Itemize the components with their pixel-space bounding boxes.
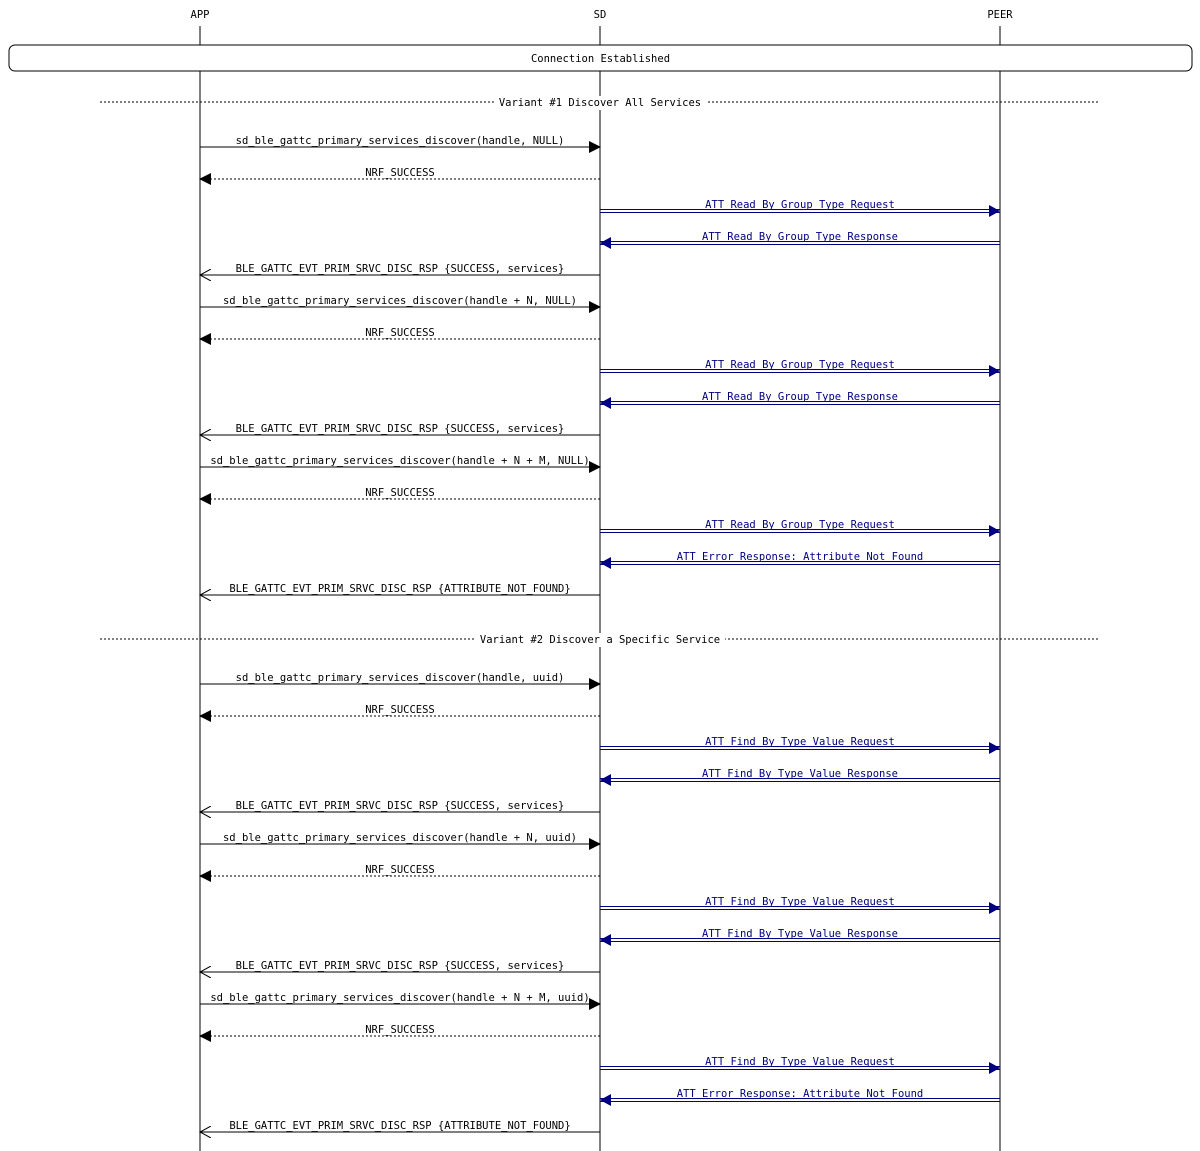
message-arrowhead xyxy=(989,205,1000,217)
state-box-frame xyxy=(8,44,1193,72)
message-label: ATT Read By Group Type Response xyxy=(702,391,898,403)
participant-sd: SD xyxy=(594,9,607,21)
message-label: BLE_GATTC_EVT_PRIM_SRVC_DISC_RSP {SUCCES… xyxy=(236,263,565,275)
message-event: BLE_GATTC_EVT_PRIM_SRVC_DISC_RSP {ATTRIB… xyxy=(200,583,600,595)
message-air: ATT Read By Group Type Request xyxy=(600,359,1000,377)
message-label: BLE_GATTC_EVT_PRIM_SRVC_DISC_RSP {SUCCES… xyxy=(236,423,565,435)
message-label: ATT Find By Type Value Response xyxy=(702,928,898,940)
message-label: ATT Read By Group Type Response xyxy=(702,231,898,243)
message-label: NRF_SUCCESS xyxy=(365,167,435,179)
state-box-connection-established: Connection Established xyxy=(8,44,1193,72)
participant-app: APP xyxy=(191,9,210,21)
message-label: ATT Find By Type Value Request xyxy=(705,736,895,748)
section-title-background xyxy=(474,633,726,647)
message-arrowhead xyxy=(989,1062,1000,1074)
message-air: ATT Read By Group Type Request xyxy=(600,199,1000,217)
message-return: NRF_SUCCESS xyxy=(199,167,600,185)
message-label: ATT Error Response: Attribute Not Found xyxy=(677,551,924,563)
message-event: BLE_GATTC_EVT_PRIM_SRVC_DISC_RSP {SUCCES… xyxy=(200,263,600,275)
message-arrowhead xyxy=(600,934,611,946)
message-return: NRF_SUCCESS xyxy=(199,1024,600,1042)
message-call: sd_ble_gattc_primary_services_discover(h… xyxy=(200,832,601,850)
message-arrowhead xyxy=(989,365,1000,377)
message-air: ATT Read By Group Type Response xyxy=(600,391,1000,409)
participant-peer: PEER xyxy=(987,9,1013,21)
message-label: BLE_GATTC_EVT_PRIM_SRVC_DISC_RSP {SUCCES… xyxy=(236,800,565,812)
message-label: NRF_SUCCESS xyxy=(365,864,435,876)
message-call: sd_ble_gattc_primary_services_discover(h… xyxy=(200,295,601,313)
message-label: sd_ble_gattc_primary_services_discover(h… xyxy=(210,992,589,1004)
message-label: ATT Read By Group Type Request xyxy=(705,359,895,371)
lifelines xyxy=(199,26,1001,1151)
message-label: sd_ble_gattc_primary_services_discover(h… xyxy=(210,455,589,467)
message-label: NRF_SUCCESS xyxy=(365,1024,435,1036)
message-label: ATT Read By Group Type Request xyxy=(705,199,895,211)
message-event: BLE_GATTC_EVT_PRIM_SRVC_DISC_RSP {ATTRIB… xyxy=(200,1120,600,1132)
message-event: BLE_GATTC_EVT_PRIM_SRVC_DISC_RSP {SUCCES… xyxy=(200,423,600,435)
message-air: ATT Read By Group Type Response xyxy=(600,231,1000,249)
message-return: NRF_SUCCESS xyxy=(199,487,600,505)
message-arrowhead xyxy=(989,525,1000,537)
message-label: ATT Find By Type Value Request xyxy=(705,896,895,908)
message-air: ATT Find By Type Value Request xyxy=(600,1056,1000,1074)
message-list: Variant #1 Discover All Services sd_ble_g… xyxy=(100,96,1100,1132)
message-label: ATT Error Response: Attribute Not Found xyxy=(677,1088,924,1100)
section-2: Variant #2 Discover a Specific Service sd… xyxy=(100,633,1100,1132)
section-1: Variant #1 Discover All Services sd_ble_g… xyxy=(100,96,1100,595)
message-label: ATT Find By Type Value Request xyxy=(705,1056,895,1068)
message-event: BLE_GATTC_EVT_PRIM_SRVC_DISC_RSP {SUCCES… xyxy=(200,960,600,972)
message-air: ATT Find By Type Value Response xyxy=(600,928,1000,946)
message-air: ATT Find By Type Value Request xyxy=(600,736,1000,754)
message-arrowhead xyxy=(989,902,1000,914)
section-title: Variant #2 Discover a Specific Service xyxy=(480,634,720,646)
message-air: ATT Find By Type Value Response xyxy=(600,768,1000,786)
message-arrowhead xyxy=(600,397,611,409)
message-air: ATT Error Response: Attribute Not Found xyxy=(600,551,1000,569)
message-arrowhead xyxy=(600,774,611,786)
message-air: ATT Read By Group Type Request xyxy=(600,519,1000,537)
message-return: NRF_SUCCESS xyxy=(199,327,600,345)
message-label: sd_ble_gattc_primary_services_discover(h… xyxy=(223,295,577,307)
message-label: ATT Find By Type Value Response xyxy=(702,768,898,780)
message-call: sd_ble_gattc_primary_services_discover(h… xyxy=(200,455,601,473)
message-label: NRF_SUCCESS xyxy=(365,327,435,339)
section-title: Variant #1 Discover All Services xyxy=(499,97,701,109)
message-return: NRF_SUCCESS xyxy=(199,704,600,722)
message-label: NRF_SUCCESS xyxy=(365,487,435,499)
participant-headers: APP SD PEER xyxy=(191,9,1014,21)
message-air: ATT Find By Type Value Request xyxy=(600,896,1000,914)
message-event: BLE_GATTC_EVT_PRIM_SRVC_DISC_RSP {SUCCES… xyxy=(200,800,600,812)
message-label: sd_ble_gattc_primary_services_discover(h… xyxy=(236,672,565,684)
state-box-label: Connection Established xyxy=(531,53,670,65)
message-call: sd_ble_gattc_primary_services_discover(h… xyxy=(200,992,601,1010)
message-label: sd_ble_gattc_primary_services_discover(h… xyxy=(236,135,565,147)
message-call: sd_ble_gattc_primary_services_discover(h… xyxy=(200,135,601,153)
message-arrowhead xyxy=(600,557,611,569)
message-label: BLE_GATTC_EVT_PRIM_SRVC_DISC_RSP {ATTRIB… xyxy=(229,1120,570,1132)
message-label: BLE_GATTC_EVT_PRIM_SRVC_DISC_RSP {SUCCES… xyxy=(236,960,565,972)
message-label: ATT Read By Group Type Request xyxy=(705,519,895,531)
message-label: BLE_GATTC_EVT_PRIM_SRVC_DISC_RSP {ATTRIB… xyxy=(229,583,570,595)
message-arrowhead xyxy=(600,237,611,249)
message-call: sd_ble_gattc_primary_services_discover(h… xyxy=(200,672,601,690)
message-air: ATT Error Response: Attribute Not Found xyxy=(600,1088,1000,1106)
section-title-background xyxy=(493,96,707,110)
message-return: NRF_SUCCESS xyxy=(199,864,600,882)
message-label: sd_ble_gattc_primary_services_discover(h… xyxy=(223,832,577,844)
message-arrowhead xyxy=(989,742,1000,754)
message-arrowhead xyxy=(600,1094,611,1106)
message-label: NRF_SUCCESS xyxy=(365,704,435,716)
